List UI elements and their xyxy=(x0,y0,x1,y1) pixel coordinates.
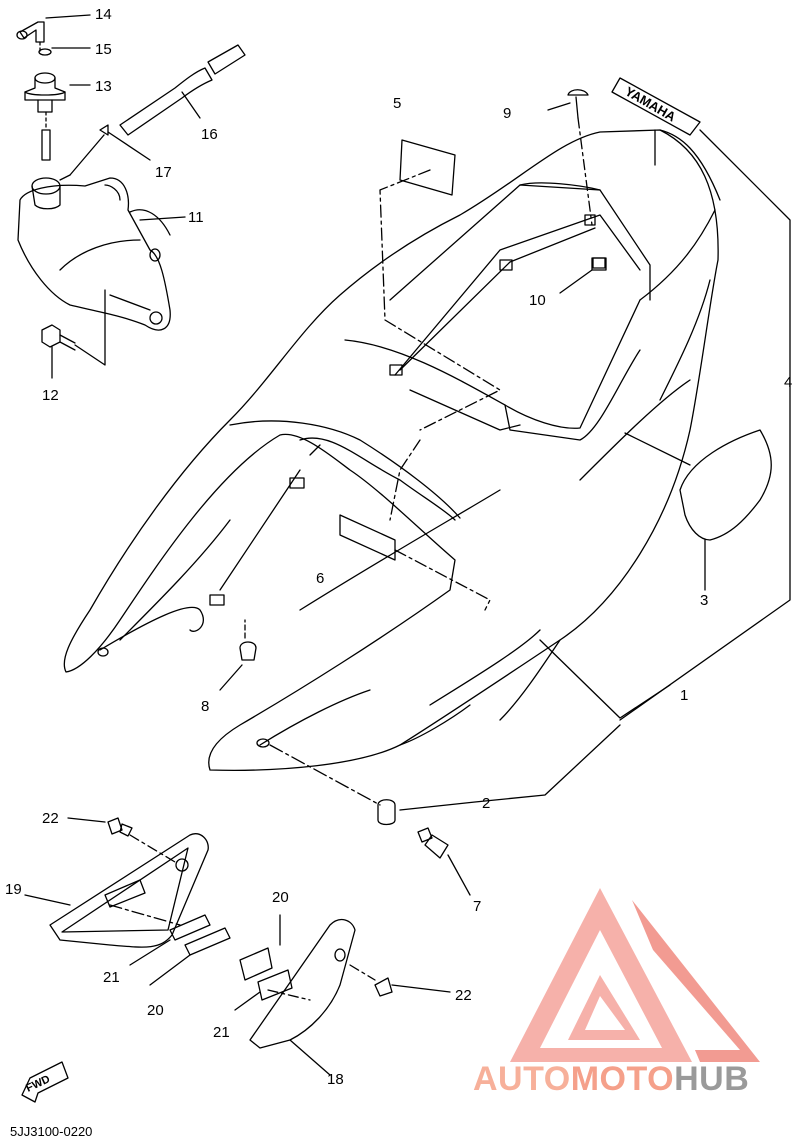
label-16: 16 xyxy=(201,126,218,143)
label-19: 19 xyxy=(5,881,22,898)
fwd-label: FWD xyxy=(24,1073,52,1094)
label-15: 15 xyxy=(95,41,112,58)
label-22a: 22 xyxy=(42,810,59,827)
seat-cowl xyxy=(63,129,721,771)
screw-9 xyxy=(547,89,593,226)
label-3: 3 xyxy=(700,592,708,609)
leader-1 xyxy=(539,639,671,719)
cap-13 xyxy=(24,72,91,161)
hose-16 xyxy=(119,44,246,136)
label-21b: 21 xyxy=(213,1024,230,1041)
clip-15 xyxy=(38,47,91,56)
damper-2 xyxy=(269,724,621,826)
label-4: 4 xyxy=(784,374,792,391)
pads-right xyxy=(234,914,293,1011)
watermark-moto: MOTO xyxy=(570,1060,675,1098)
diagram-code: 5JJ3100-0220 xyxy=(10,1124,93,1139)
fitting-14 xyxy=(16,14,91,53)
side-cover-19 xyxy=(24,833,209,948)
label-12: 12 xyxy=(42,387,59,404)
label-14: 14 xyxy=(95,6,112,23)
label-20b: 20 xyxy=(147,1002,164,1019)
label-18: 18 xyxy=(327,1071,344,1088)
clip-17 xyxy=(69,124,151,176)
part-6-sticker xyxy=(339,439,491,611)
bolt-22b xyxy=(349,964,451,997)
label-20a: 20 xyxy=(272,889,289,906)
label-2: 2 xyxy=(482,795,490,812)
label-9: 9 xyxy=(503,105,511,122)
label-7: 7 xyxy=(473,898,481,915)
label-22b: 22 xyxy=(455,987,472,1004)
yamaha-decal: YAMAHA xyxy=(611,77,791,721)
label-11: 11 xyxy=(188,209,204,226)
pads-left xyxy=(129,914,231,986)
reservoir-tank-11 xyxy=(17,174,186,366)
watermark-logo xyxy=(510,888,760,1062)
label-5: 5 xyxy=(393,95,401,112)
label-8: 8 xyxy=(201,698,209,715)
watermark-auto: AUTO xyxy=(473,1060,571,1098)
screw-7 xyxy=(417,827,471,896)
bolt-22a xyxy=(67,817,176,863)
fwd-arrow-icon xyxy=(21,1061,69,1103)
label-17: 17 xyxy=(155,164,172,181)
r1-decal-text: R1 xyxy=(699,484,744,529)
watermark-text: AUTOMOTOHUB xyxy=(473,1060,749,1099)
label-13: 13 xyxy=(95,78,112,95)
seat-frame-rails xyxy=(209,214,641,606)
yamaha-decal-text: YAMAHA xyxy=(623,84,679,125)
bolt-8 xyxy=(219,619,257,691)
bolt-12 xyxy=(41,324,76,379)
label-21a: 21 xyxy=(103,969,120,986)
side-cover-18 xyxy=(249,918,356,1076)
label-10: 10 xyxy=(529,292,546,309)
nut-10 xyxy=(559,257,607,294)
r1-decal: R1 xyxy=(624,429,772,591)
part-labels: 1 2 3 4 5 6 7 8 9 10 11 12 13 14 15 16 1… xyxy=(5,6,792,1088)
label-1: 1 xyxy=(680,687,688,704)
watermark-hub: HUB xyxy=(674,1060,750,1098)
part-5-sticker xyxy=(379,139,501,431)
label-6: 6 xyxy=(316,570,324,587)
